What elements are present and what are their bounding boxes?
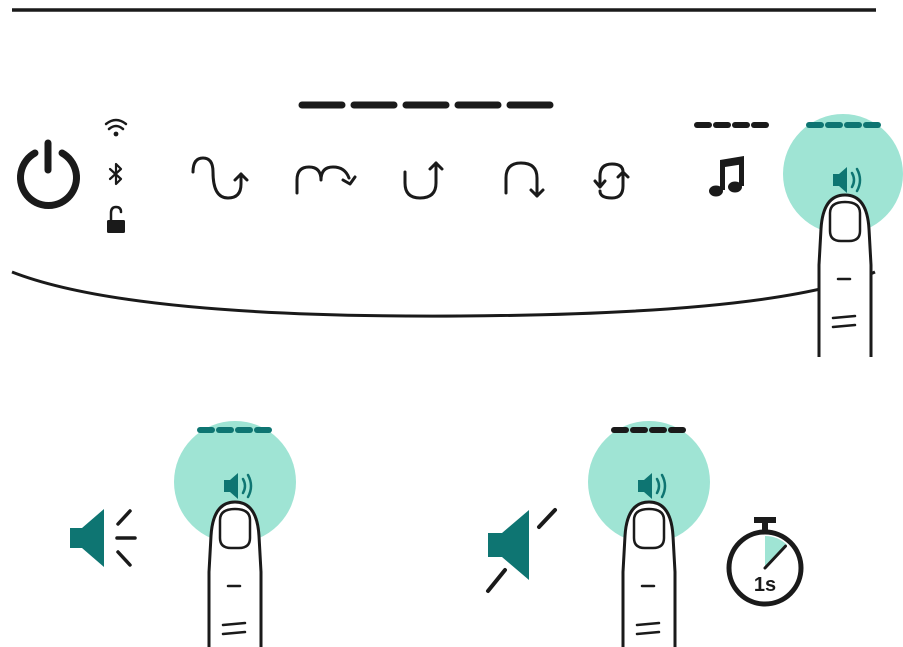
wave-dip-icon[interactable] xyxy=(191,156,249,200)
cycle-icon[interactable] xyxy=(593,162,630,200)
mute-step: 1s xyxy=(486,421,804,647)
stopwatch-hand xyxy=(763,544,787,570)
power-icon[interactable] xyxy=(17,139,80,210)
volume-up-step xyxy=(70,421,296,647)
bluetooth-icon xyxy=(108,162,123,186)
speaker-loud-icon xyxy=(70,509,137,567)
u-turn-up-icon[interactable] xyxy=(403,161,444,200)
unlock-icon xyxy=(107,205,125,233)
hold-duration-label: 1s xyxy=(754,574,776,596)
finger-press xyxy=(817,193,873,359)
wifi-icon xyxy=(104,118,128,137)
speaker-mute-icon xyxy=(486,508,557,593)
finger-press xyxy=(207,500,263,647)
finger-press xyxy=(621,500,677,647)
music-note-icon[interactable] xyxy=(709,156,744,197)
panel-bottom-edge xyxy=(11,270,876,318)
wave-hump-icon[interactable] xyxy=(295,165,357,195)
stopwatch-icon: 1s xyxy=(726,517,804,607)
u-turn-down-icon[interactable] xyxy=(504,161,545,198)
